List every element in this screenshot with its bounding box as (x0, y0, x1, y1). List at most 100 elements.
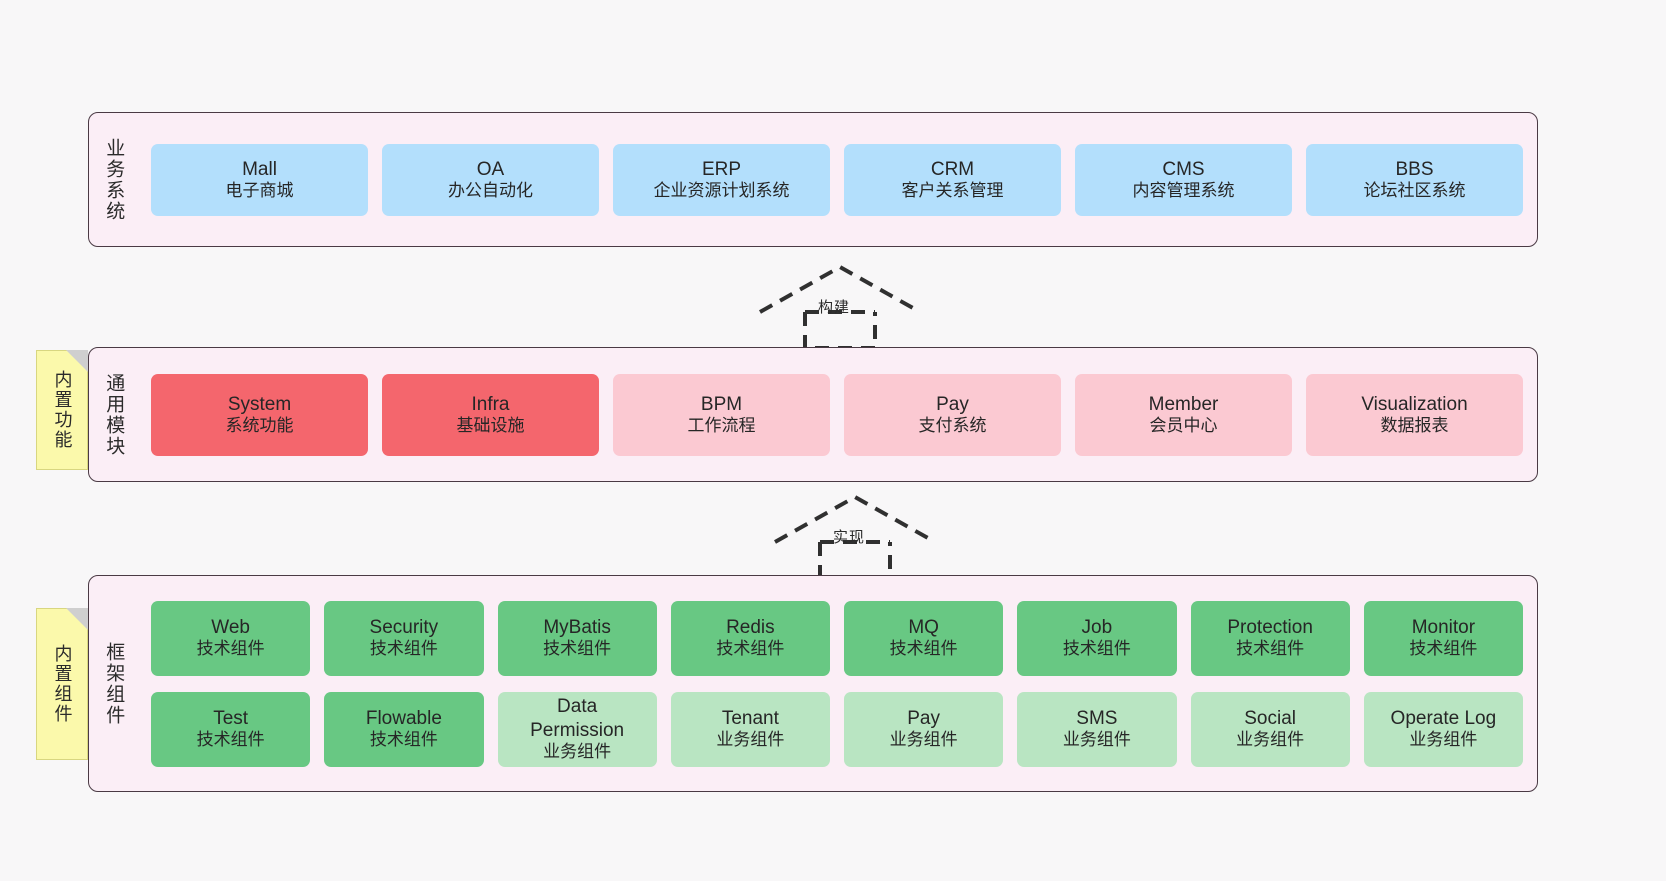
business-systems-row: Mall 电子商城 OA 办公自动化 ERP 企业资源计划系统 CRM 客户关系… (151, 143, 1523, 216)
box-visualization[interactable]: Visualization 数据报表 (1306, 373, 1523, 456)
box-security-name: Security (369, 617, 439, 639)
box-erp-name: ERP (701, 158, 742, 180)
box-member-desc: 会员中心 (1149, 415, 1218, 435)
box-crm[interactable]: CRM 客户关系管理 (844, 143, 1061, 216)
box-system[interactable]: System 系统功能 (151, 373, 368, 456)
box-mq[interactable]: MQ 技术组件 (844, 600, 1004, 676)
box-infra-desc: 基础设施 (456, 415, 525, 435)
box-tenant-desc: 业务组件 (716, 730, 785, 750)
box-pay-module-desc: 支付系统 (918, 415, 987, 435)
panel-body-framework-components: Web 技术组件 Security 技术组件 MyBatis 技术组件 Redi… (137, 576, 1537, 791)
box-tenant-name: Tenant (721, 708, 779, 730)
box-mybatis[interactable]: MyBatis 技术组件 (497, 600, 657, 676)
panel-business-systems: 业务系统 Mall 电子商城 OA 办公自动化 ERP 企业资源计划系统 CRM… (88, 112, 1538, 247)
connector-build-label: 构建 (818, 299, 851, 316)
box-crm-name: CRM (930, 158, 975, 180)
box-monitor-desc: 技术组件 (1409, 639, 1478, 659)
box-job-desc: 技术组件 (1062, 639, 1131, 659)
note-builtin-functions-label: 内置功能 (52, 370, 73, 450)
box-pay-component[interactable]: Pay 业务组件 (844, 691, 1004, 767)
box-mall-desc: 电子商城 (225, 180, 294, 200)
connector-build: 构建 (755, 262, 925, 352)
connector-realize-label: 实现 (833, 529, 866, 546)
box-sms-desc: 业务组件 (1062, 730, 1131, 750)
connector-realize: 实现 (770, 492, 940, 582)
box-sms[interactable]: SMS 业务组件 (1017, 691, 1177, 767)
note-builtin-functions: 内置功能 (36, 350, 88, 470)
box-monitor[interactable]: Monitor 技术组件 (1363, 600, 1523, 676)
box-data-permission-name: Data (557, 696, 598, 718)
box-protection-desc: 技术组件 (1236, 639, 1305, 659)
box-bpm[interactable]: BPM 工作流程 (613, 373, 830, 456)
box-mq-name: MQ (908, 617, 939, 639)
box-test-name: Test (213, 708, 249, 730)
box-job-name: Job (1081, 617, 1113, 639)
box-web[interactable]: Web 技术组件 (151, 600, 311, 676)
box-web-desc: 技术组件 (196, 639, 265, 659)
box-pay-component-name: Pay (907, 708, 940, 730)
note-builtin-components: 内置组件 (36, 608, 88, 760)
box-pay-module-name: Pay (936, 393, 969, 415)
box-social[interactable]: Social 业务组件 (1190, 691, 1350, 767)
box-infra[interactable]: Infra 基础设施 (382, 373, 599, 456)
box-cms-name: CMS (1162, 158, 1205, 180)
box-visualization-desc: 数据报表 (1380, 415, 1449, 435)
panel-framework-components: 框架组件 Web 技术组件 Security 技术组件 MyBatis 技术组件… (88, 575, 1538, 792)
box-oa-desc: 办公自动化 (448, 180, 533, 200)
box-mall[interactable]: Mall 电子商城 (151, 143, 368, 216)
box-data-permission-desc: 业务组件 (543, 741, 612, 761)
box-web-name: Web (211, 617, 250, 639)
box-bpm-desc: 工作流程 (687, 415, 756, 435)
box-bpm-name: BPM (700, 393, 743, 415)
box-operate-log[interactable]: Operate Log 业务组件 (1363, 691, 1523, 767)
box-mall-name: Mall (242, 158, 277, 180)
box-oa-name: OA (476, 158, 505, 180)
box-monitor-name: Monitor (1411, 617, 1476, 639)
panel-body-common-modules: System 系统功能 Infra 基础设施 BPM 工作流程 Pay 支付系统… (137, 348, 1537, 481)
box-mybatis-name: MyBatis (543, 617, 611, 639)
box-infra-name: Infra (471, 393, 510, 415)
framework-tech-row: Web 技术组件 Security 技术组件 MyBatis 技术组件 Redi… (151, 600, 1523, 676)
box-protection-name: Protection (1227, 617, 1313, 639)
box-redis-name: Redis (726, 617, 775, 639)
panel-label-common-modules: 通用模块 (103, 372, 125, 457)
box-test[interactable]: Test 技术组件 (151, 691, 311, 767)
box-data-permission-name2: Permission (530, 719, 625, 741)
box-bbs[interactable]: BBS 论坛社区系统 (1306, 143, 1523, 216)
box-job[interactable]: Job 技术组件 (1017, 600, 1177, 676)
box-erp-desc: 企业资源计划系统 (653, 180, 790, 200)
box-cms-desc: 内容管理系统 (1132, 180, 1235, 200)
box-security[interactable]: Security 技术组件 (324, 600, 484, 676)
box-operate-log-name: Operate Log (1390, 708, 1497, 730)
box-bbs-desc: 论坛社区系统 (1363, 180, 1466, 200)
box-member[interactable]: Member 会员中心 (1075, 373, 1292, 456)
box-flowable-name: Flowable (365, 708, 442, 730)
box-flowable[interactable]: Flowable 技术组件 (324, 691, 484, 767)
panel-label-framework-components: 框架组件 (103, 641, 125, 726)
panel-label-business-systems: 业务系统 (103, 137, 125, 222)
box-mq-desc: 技术组件 (889, 639, 958, 659)
box-protection[interactable]: Protection 技术组件 (1190, 600, 1350, 676)
box-redis-desc: 技术组件 (716, 639, 785, 659)
box-oa[interactable]: OA 办公自动化 (382, 143, 599, 216)
box-flowable-desc: 技术组件 (369, 730, 438, 750)
box-member-name: Member (1148, 393, 1219, 415)
box-data-permission[interactable]: Data Permission 业务组件 (497, 691, 657, 767)
framework-business-row: Test 技术组件 Flowable 技术组件 Data Permission … (151, 691, 1523, 767)
box-security-desc: 技术组件 (369, 639, 438, 659)
box-pay-component-desc: 业务组件 (889, 730, 958, 750)
box-bbs-name: BBS (1395, 158, 1434, 180)
box-tenant[interactable]: Tenant 业务组件 (670, 691, 830, 767)
box-operate-log-desc: 业务组件 (1409, 730, 1478, 750)
box-redis[interactable]: Redis 技术组件 (670, 600, 830, 676)
box-erp[interactable]: ERP 企业资源计划系统 (613, 143, 830, 216)
box-crm-desc: 客户关系管理 (901, 180, 1004, 200)
box-pay-module[interactable]: Pay 支付系统 (844, 373, 1061, 456)
box-mybatis-desc: 技术组件 (543, 639, 612, 659)
note-builtin-components-label: 内置组件 (52, 644, 73, 724)
common-modules-row: System 系统功能 Infra 基础设施 BPM 工作流程 Pay 支付系统… (151, 373, 1523, 456)
box-cms[interactable]: CMS 内容管理系统 (1075, 143, 1292, 216)
box-sms-name: SMS (1076, 708, 1118, 730)
box-visualization-name: Visualization (1361, 393, 1468, 415)
